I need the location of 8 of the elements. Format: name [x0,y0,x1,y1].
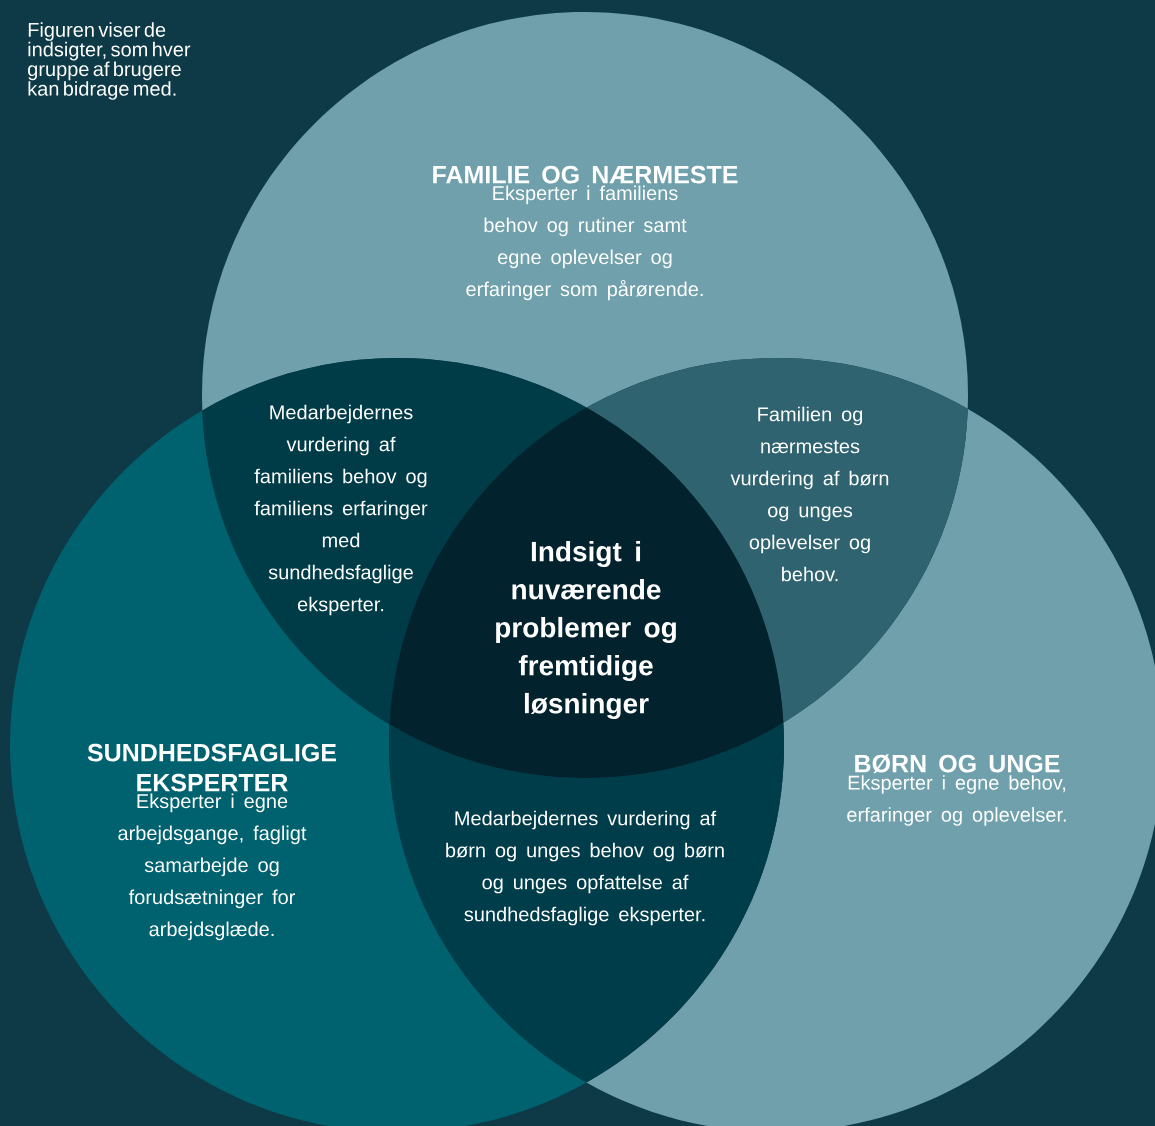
overlap-label: Medarbejdernes vurdering af børn og unges behov og børn og unges opfattelse af sundhedsfaglige eksperter. [446,810,724,926]
overlap-label: Medarbejdernes vurdering af familiens behov og familiens erfaringer med sundhedsfaglige eksperter. [254,404,428,616]
center-label: Indsigt i nuværende problemer og fremtidige løsninger [496,540,676,720]
circle-label: SUNDHEDSFAGLIGE EKSPERTER Eksperter i egne arbejdsgange, fagligt samarbejde og forudsætninger for arbejdsglæde. [87,743,337,941]
intro-text: Figuren viser de indsigter, som hver gruppe af brugere kan bidrage med. [28,22,191,100]
overlap-label: Familien og nærmestes vurdering af børn og unges oplevelser og behov. [730,406,889,582]
circle-label: BØRN OG UNGE Eksperter i egne behov, erfaringer og oplevelser. [847,754,1066,826]
circle-label: FAMILIE OG NÆRMESTE Eksperter i familiens behov og rutiner samt egne oplevelser og erfaringer som pårørende. [433,165,738,301]
